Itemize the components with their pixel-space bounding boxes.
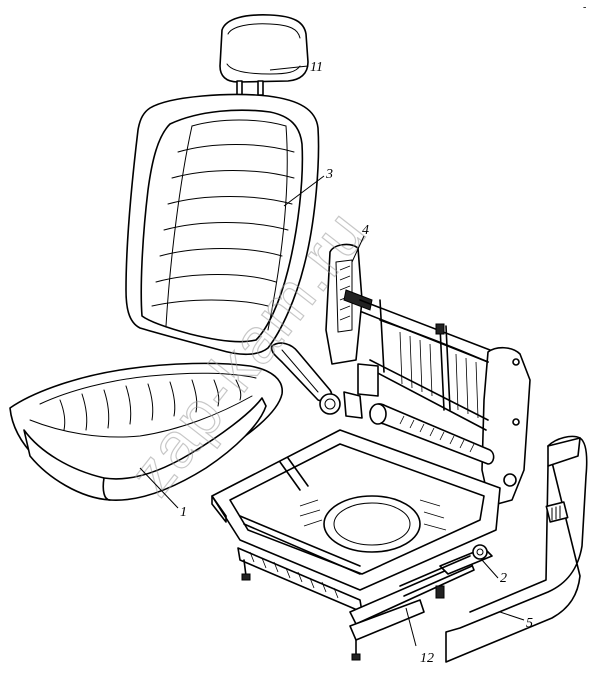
seat-frame xyxy=(211,243,531,661)
seat-cushion xyxy=(9,362,283,501)
corner-mark: - xyxy=(583,2,586,13)
callout-label-2: 2 xyxy=(500,571,507,586)
side-trim-panel xyxy=(445,435,588,663)
callout-1: 1 xyxy=(139,467,187,520)
callout-3: 3 xyxy=(283,167,333,207)
callout-4: 4 xyxy=(351,223,369,263)
callout-label-4: 4 xyxy=(362,223,369,238)
callout-5: 5 xyxy=(499,611,533,631)
callout-label-1: 1 xyxy=(180,505,187,520)
callout-label-3: 3 xyxy=(325,167,333,182)
headrest xyxy=(219,14,309,96)
callout-label-5: 5 xyxy=(526,616,533,631)
callout-label-12: 12 xyxy=(420,651,434,666)
callout-12: 12 xyxy=(405,607,434,666)
callout-label-11: 11 xyxy=(310,60,323,75)
callout-2: 2 xyxy=(481,559,507,586)
callout-11: 11 xyxy=(269,60,323,75)
backrest xyxy=(125,93,320,356)
